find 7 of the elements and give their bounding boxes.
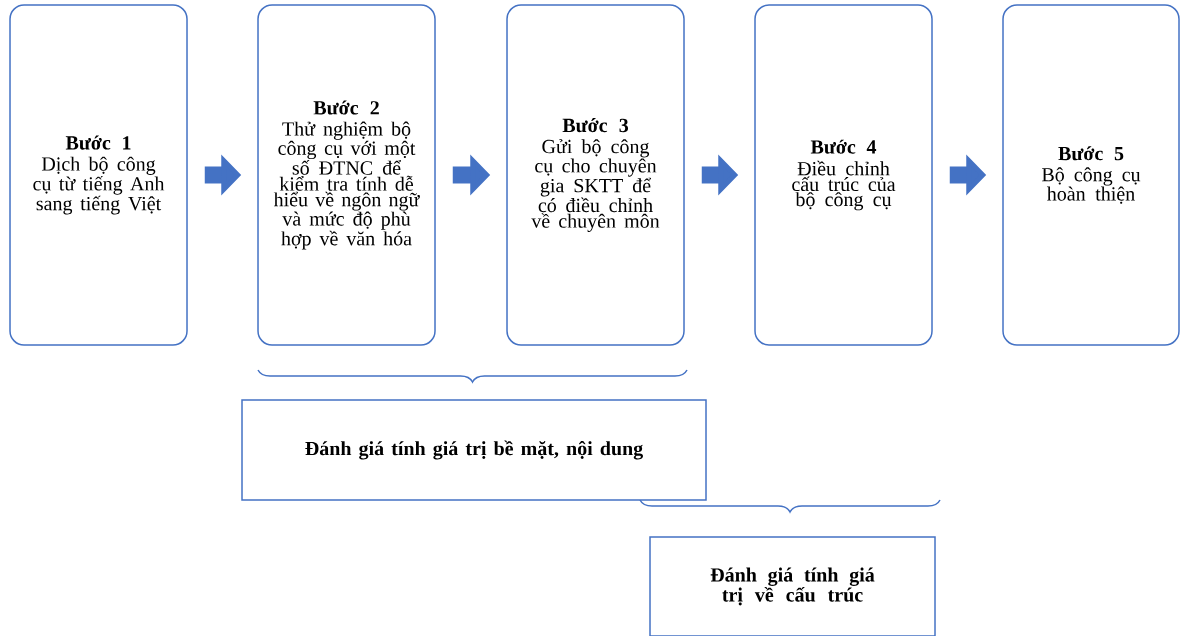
step-box: Bước 1 Dịch bộ công cụ từ tiếng Anh sang tiếng Việt	[9, 4, 188, 346]
step-box: Bước 4 Điều chỉnh cấu trúc của bộ công cụ	[754, 4, 933, 346]
evaluation-box: Đánh giá tính giá trị về cấu trúc	[649, 536, 936, 636]
step-box: Bước 2 Thử nghiệm bộ công cụ với một số ĐTNC để kiểm tra tính dễ hiểu về ngôn ngữ và mức độ phù hợp về văn hóa	[257, 4, 436, 346]
step-box: Bước 3 Gửi bộ công cụ cho chuyên gia SKTT để có điều chỉnh về chuyên môn	[506, 4, 685, 346]
step-box: Bước 5 Bộ công cụ hoàn thiện	[1002, 4, 1180, 346]
evaluation-box: Đánh giá tính giá trị bề mặt, nội dung	[241, 399, 707, 501]
